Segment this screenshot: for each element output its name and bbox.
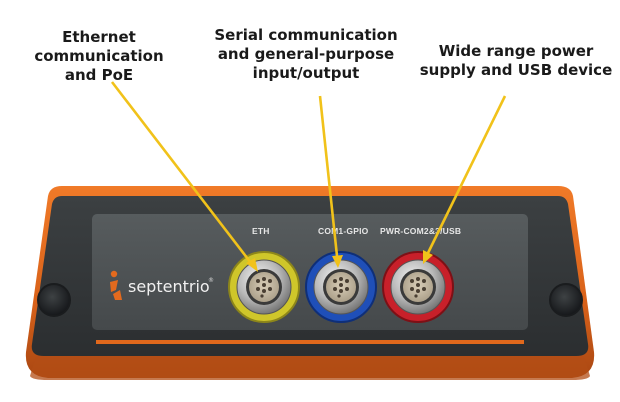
callout-ethernet-line-2: communication xyxy=(34,47,164,65)
arrow-ethernet-head xyxy=(246,258,258,272)
arrow-serial xyxy=(318,95,339,257)
pwr-usb-port xyxy=(382,251,454,323)
port-label-com1-gpio: COM1-GPIO xyxy=(318,226,369,236)
arrow-power xyxy=(426,95,507,254)
orange-stripe xyxy=(96,340,524,344)
arrow-ethernet xyxy=(110,81,253,264)
eth-port xyxy=(228,251,300,323)
callout-ethernet-line-1: Ethernet xyxy=(62,28,136,46)
port-label-pwr-com23-usb: PWR-COM2&3/USB xyxy=(380,226,461,236)
arrow-power-head xyxy=(423,250,433,264)
housing-base-shadow xyxy=(30,356,590,380)
callout-power-line-1: Wide range power xyxy=(438,42,594,60)
brand-name: septentrio xyxy=(128,277,210,296)
brand-registered-mark: ® xyxy=(208,277,214,284)
callout-power: Wide range power supply and USB device xyxy=(418,42,614,80)
callout-power-line-2: supply and USB device xyxy=(419,61,613,79)
arrow-serial-head xyxy=(332,255,343,268)
callout-serial-line-2: and general-purpose xyxy=(217,45,395,63)
callout-ethernet: Ethernet communication and PoE xyxy=(14,28,184,85)
left-foot xyxy=(37,283,71,317)
callout-arrows xyxy=(110,81,507,272)
callout-serial-line-1: Serial communication xyxy=(214,26,398,44)
brand-logo: septentrio ® xyxy=(110,270,214,300)
callout-ethernet-line-3: and PoE xyxy=(64,66,134,84)
callout-serial-line-3: input/output xyxy=(252,64,360,82)
callout-serial: Serial communication and general-purpose… xyxy=(196,26,416,83)
port-label-eth: ETH xyxy=(252,226,270,236)
com1-gpio-port xyxy=(305,251,377,323)
right-foot xyxy=(549,283,583,317)
brand-mark-icon xyxy=(110,270,122,300)
